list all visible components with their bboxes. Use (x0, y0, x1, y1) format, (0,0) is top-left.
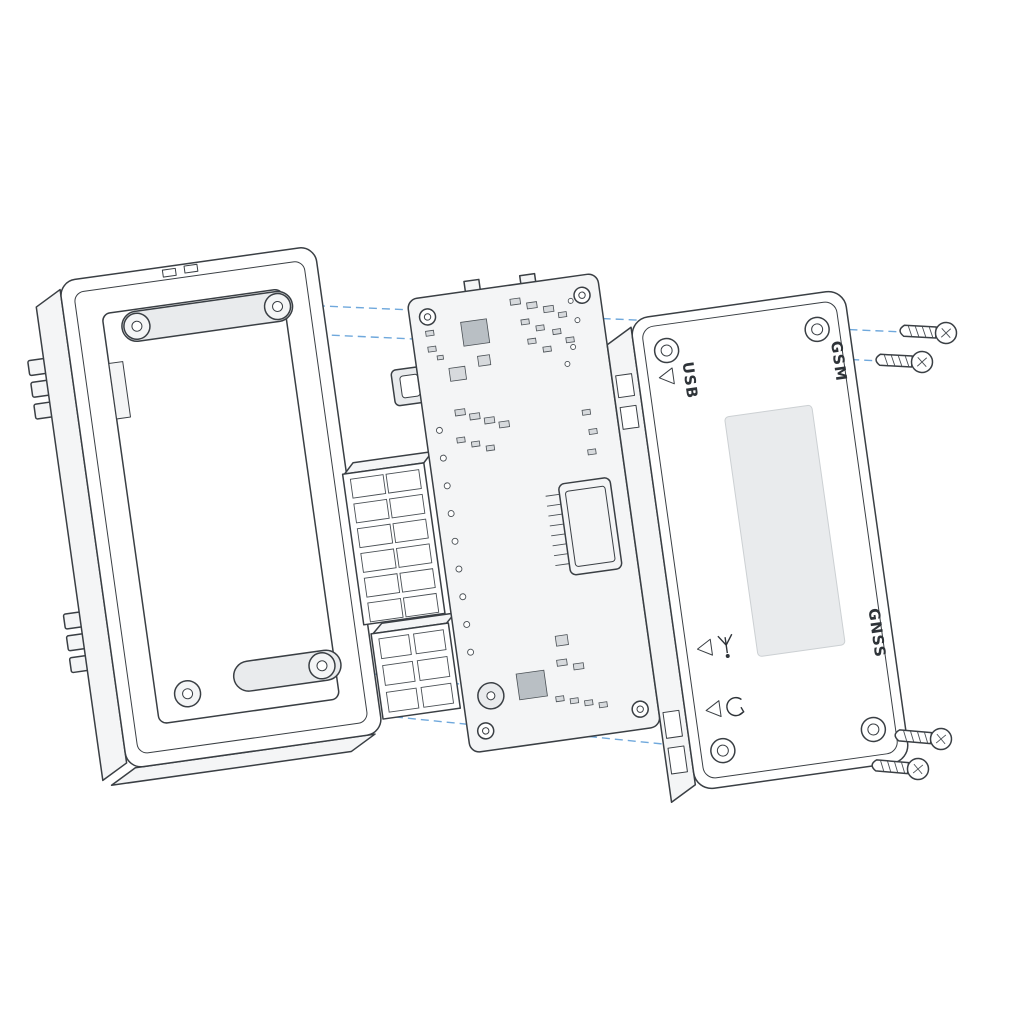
gsm-label: GSM (827, 340, 851, 383)
micro-sd-holder (545, 477, 623, 576)
main-pcb (341, 272, 661, 753)
top-cover-rim (642, 301, 898, 779)
antenna-icon (717, 633, 733, 659)
screw-post (263, 292, 292, 321)
screw-post (173, 680, 202, 708)
side-wall-slot (667, 745, 688, 775)
cover-screw-hole (653, 337, 680, 364)
label-recess (724, 404, 846, 657)
triangle-marker (696, 638, 713, 656)
pcb-mounting-hole (573, 286, 591, 304)
socket-connector-small (370, 612, 462, 720)
screw-boss-bar-top (121, 290, 294, 342)
side-wall-slot (615, 373, 636, 399)
socket-connector-large (341, 450, 446, 626)
screw (899, 321, 958, 345)
rim-slot (183, 263, 199, 274)
side-wall-slot (662, 709, 683, 739)
usb-label: USB (678, 361, 701, 401)
guide-line-top-right (277, 303, 949, 335)
socket-pin-grid (349, 469, 440, 623)
bottom-cover (27, 247, 382, 786)
cover-rim (74, 261, 368, 754)
rim-slot (161, 267, 177, 278)
cover-cavity (102, 288, 340, 724)
cover-screw-hole (860, 716, 887, 743)
pcb-mounting-hole (418, 308, 437, 326)
cover-screw-hole (710, 737, 736, 764)
buzzer (477, 682, 505, 710)
refresh-arrow-icon (726, 696, 745, 717)
pcb-mounting-hole (476, 722, 495, 740)
triangle-marker (705, 700, 722, 718)
screw-post (308, 652, 336, 680)
side-wall-slot (619, 404, 640, 430)
screw (875, 350, 934, 374)
screw-post (123, 312, 151, 340)
screw (894, 727, 953, 751)
triangle-marker (658, 367, 675, 385)
pcb-components (425, 297, 608, 710)
sim-slot-opening (108, 361, 132, 420)
socket-pin-grid (378, 629, 455, 713)
screw (871, 757, 930, 781)
top-cover: USB GSM GNSS (606, 290, 909, 804)
screws (871, 321, 958, 781)
pcb-mounting-hole (631, 700, 649, 718)
cover-screw-hole (804, 316, 830, 343)
